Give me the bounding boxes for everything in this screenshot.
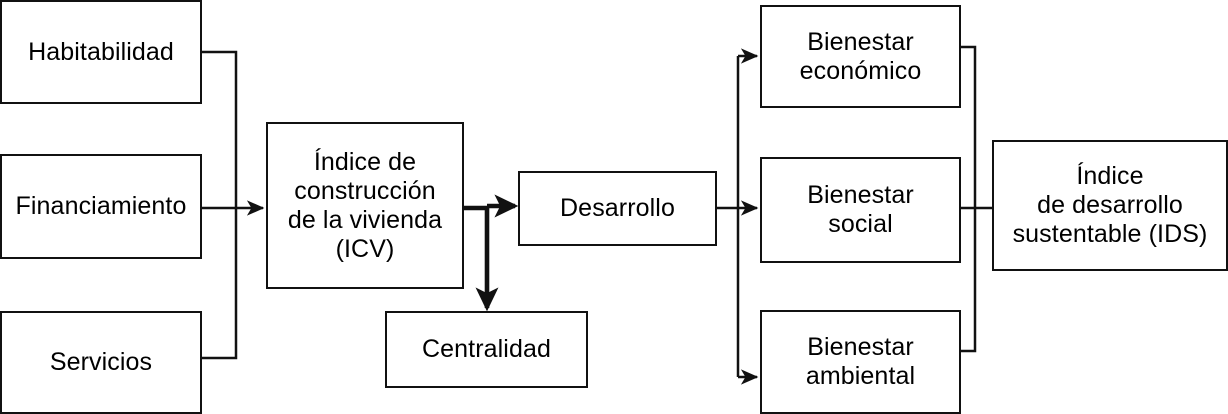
node-financiamiento: Financiamiento (0, 154, 202, 259)
node-bienestar-economico-label: Bienestar económico (799, 27, 922, 85)
node-habitabilidad-label: Habitabilidad (28, 37, 174, 66)
node-bienestar-ambiental: Bienestar ambiental (760, 310, 961, 414)
edge-habitabilidad-to-icv (202, 50, 238, 208)
node-centralidad-label: Centralidad (422, 335, 551, 363)
node-servicios-label: Servicios (49, 348, 153, 376)
edge-bienestar-economico-to-ids (961, 45, 977, 208)
node-centralidad: Centralidad (385, 311, 588, 388)
node-indice-construccion-vivienda: Índice de construcción de la vivienda (I… (266, 122, 464, 289)
node-habitabilidad: Habitabilidad (0, 0, 202, 104)
node-desarrollo-label: Desarrollo (560, 194, 675, 222)
node-bienestar-economico: Bienestar económico (760, 5, 961, 108)
node-bienestar-social-label: Bienestar social (807, 181, 914, 238)
edge-servicios-to-icv (202, 208, 238, 360)
edge-bienestar-ambiental-to-ids (961, 208, 977, 353)
node-servicios: Servicios (0, 311, 202, 414)
node-ids-label: Índice de desarrollo sustentable (IDS) (1012, 162, 1208, 248)
node-desarrollo: Desarrollo (518, 171, 717, 246)
node-financiamiento-label: Financiamiento (15, 192, 187, 220)
node-bienestar-ambiental-label: Bienestar ambiental (805, 333, 916, 390)
node-bienestar-social: Bienestar social (760, 157, 961, 263)
node-indice-desarrollo-sustentable: Índice de desarrollo sustentable (IDS) (992, 140, 1228, 271)
node-icv-label: Índice de construcción de la vivienda (I… (287, 147, 443, 263)
